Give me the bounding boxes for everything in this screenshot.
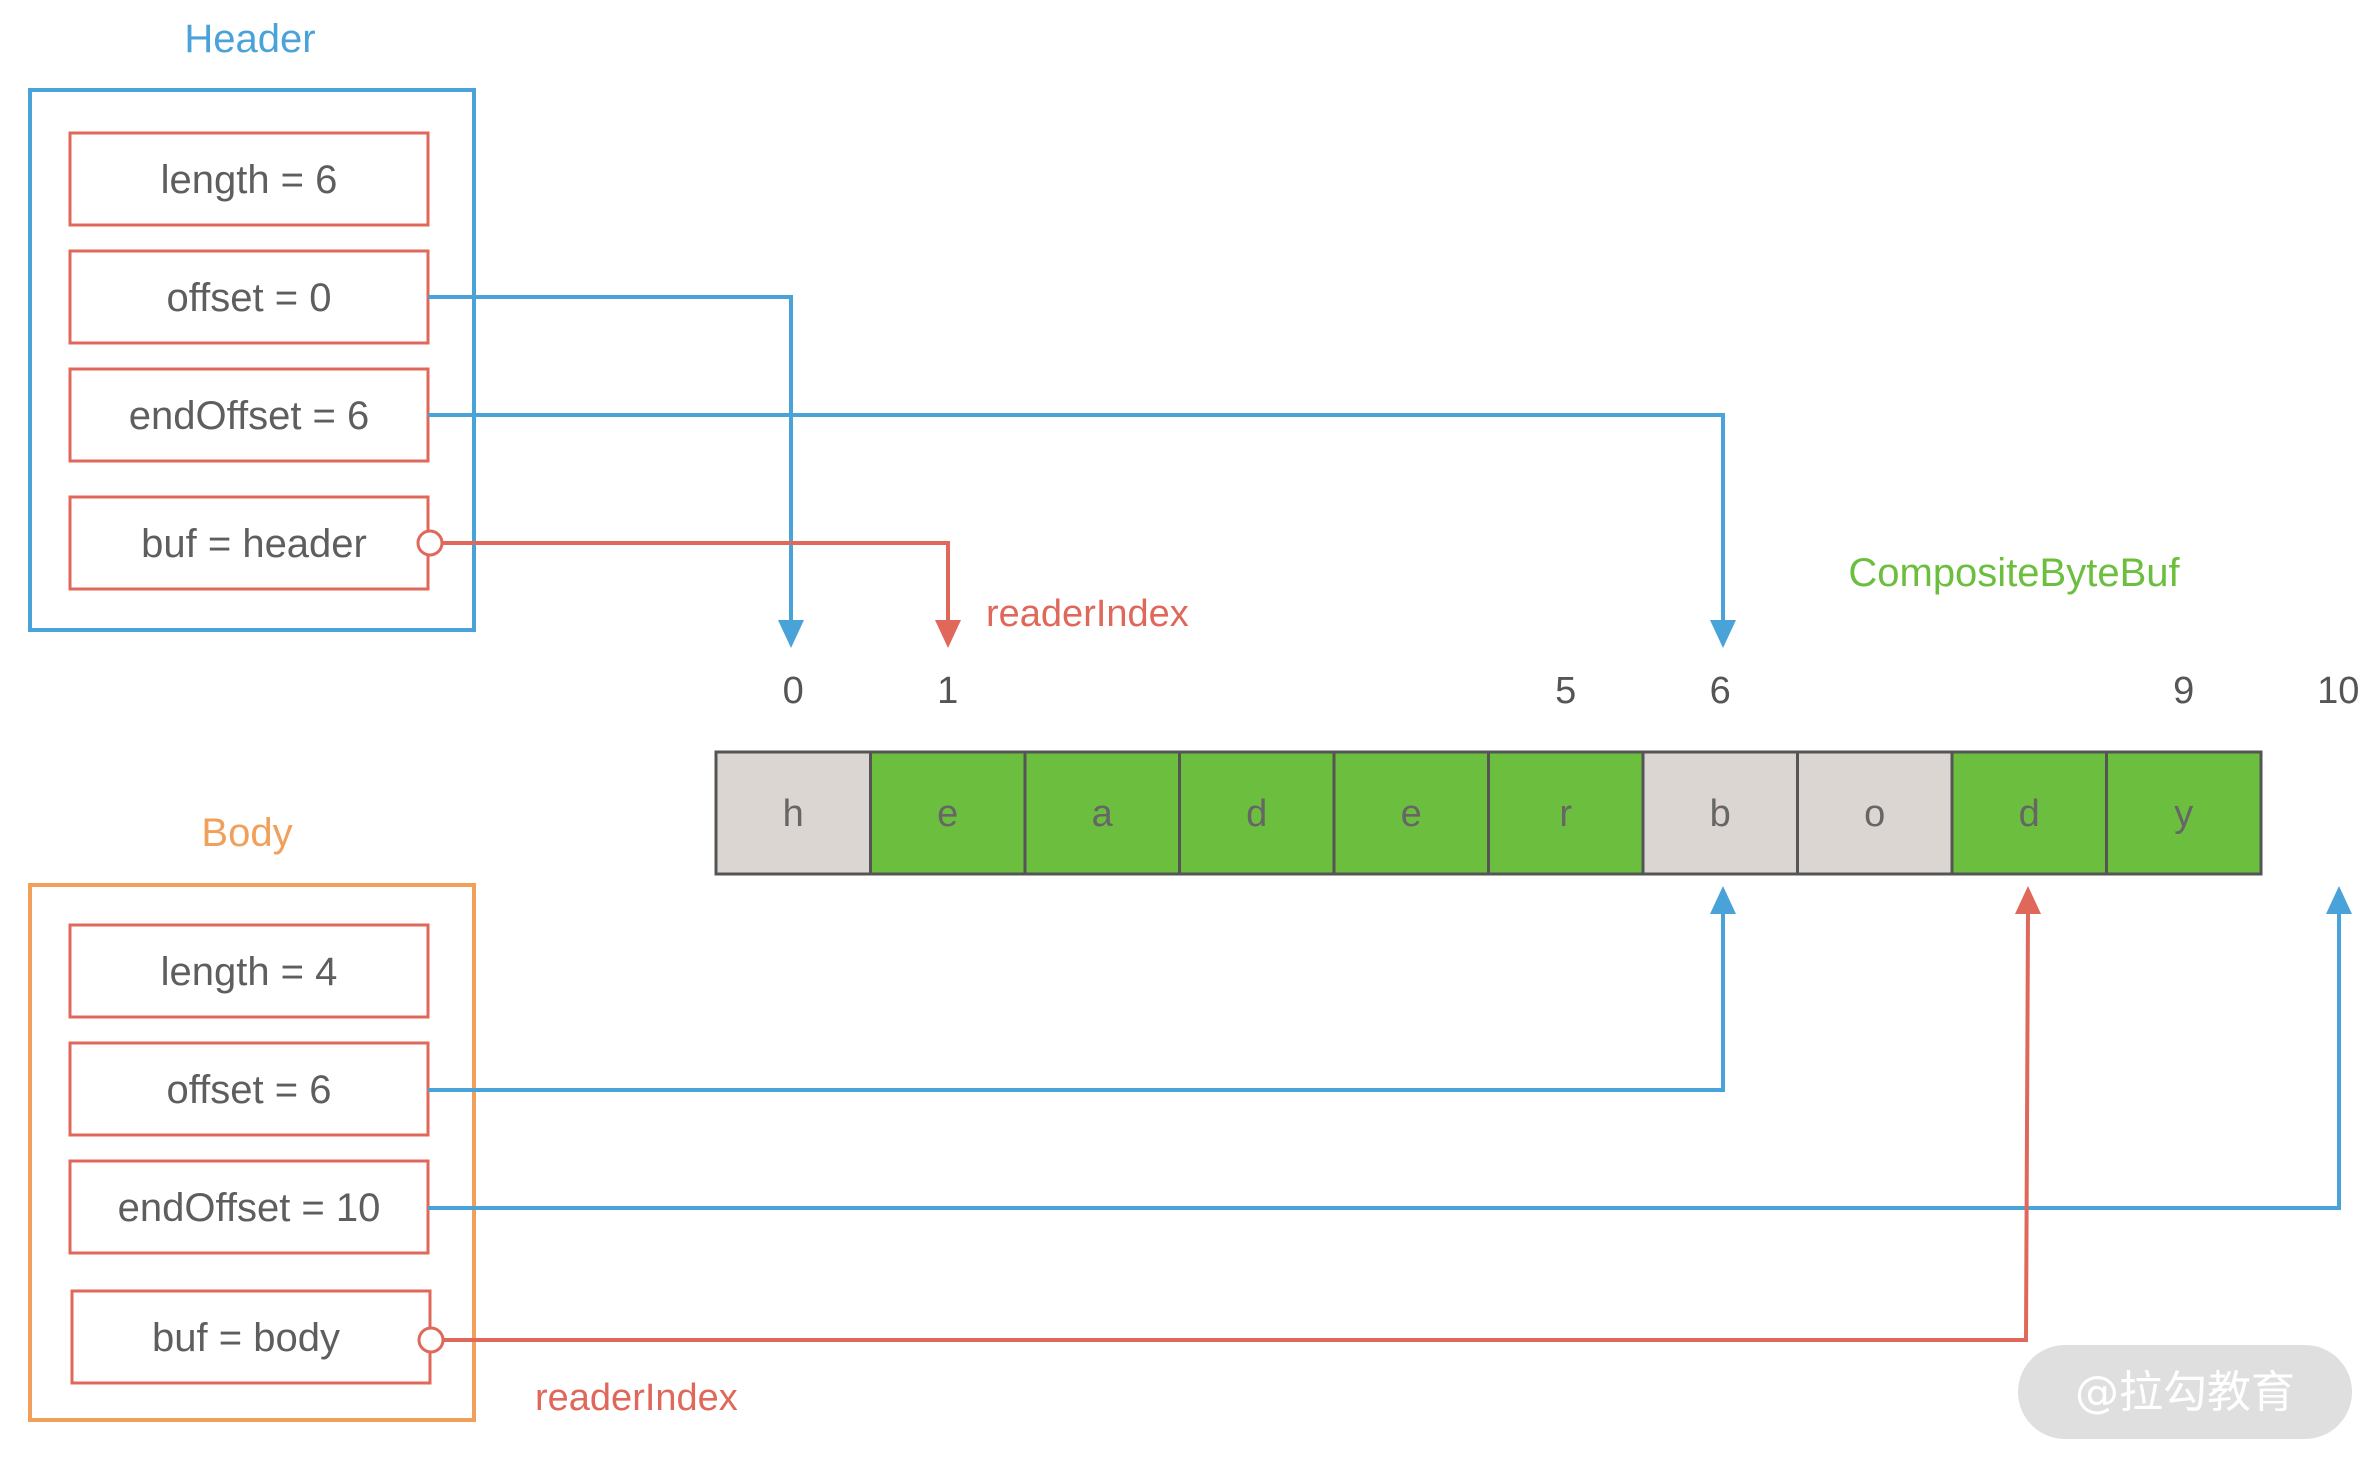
body-field-offset-text: offset = 6 — [167, 1068, 332, 1112]
circle-icon — [416, 529, 444, 557]
body-field-endoffset-text: endOffset = 10 — [118, 1186, 381, 1230]
body-offset-pointer — [428, 886, 1736, 1092]
buffer-cell: a — [1023, 750, 1181, 876]
buffer-cell: d — [1178, 750, 1336, 876]
buffer-cell-char: d — [2019, 793, 2040, 835]
arrow-down-icon — [778, 620, 804, 648]
body-field-buf: buf = body — [70, 1289, 432, 1385]
buffer-cell-box — [1178, 750, 1336, 876]
watermark-text: @拉勾教育 — [2075, 1367, 2295, 1418]
header-field-length: length = 6 — [68, 131, 430, 227]
buffer-cell-box — [714, 750, 872, 876]
buffer-cell: e — [1332, 750, 1490, 876]
watermark: @拉勾教育 — [2018, 1345, 2352, 1439]
arrow-up-icon — [2326, 886, 2352, 914]
buffer-cell-box — [2105, 750, 2263, 876]
body-endoffset-pointer — [428, 886, 2352, 1210]
buffer-cell-box — [1796, 750, 1954, 876]
buffer-cell-char: y — [2174, 793, 2193, 835]
header-endoffset-pointer — [428, 413, 1736, 648]
buffer-cell: y — [2105, 750, 2263, 876]
body-reader-index-label: readerIndex — [535, 1377, 738, 1419]
body-frame — [28, 883, 476, 1422]
body-field-length-text: length = 4 — [161, 950, 338, 994]
header-title: Header — [184, 17, 315, 61]
buffer-cell-box — [1641, 750, 1799, 876]
header-reader-index-pointer — [416, 529, 961, 648]
arrow-up-icon — [1710, 886, 1736, 914]
body-field-offset: offset = 6 — [68, 1041, 430, 1137]
header-offset-pointer — [428, 295, 804, 648]
index-label: 1 — [937, 670, 958, 712]
body-group: Body length = 4 offset = 6 endOffset = 1… — [28, 811, 476, 1422]
buffer-cell: e — [869, 750, 1027, 876]
buffer-cell: h — [714, 750, 872, 876]
header-field-offset: offset = 0 — [68, 249, 430, 345]
header-field-length-text: length = 6 — [161, 158, 338, 202]
body-field-length: length = 4 — [68, 923, 430, 1019]
index-label: 10 — [2317, 670, 2359, 712]
header-field-offset-text: offset = 0 — [167, 276, 332, 320]
header-frame — [28, 88, 476, 632]
buffer-cell: o — [1796, 750, 1954, 876]
buffer-cell: b — [1641, 750, 1799, 876]
index-label: 5 — [1555, 670, 1576, 712]
header-field-endoffset: endOffset = 6 — [68, 367, 430, 463]
buffer-cell: d — [1950, 750, 2108, 876]
buffer-title: CompositeByteBuf — [1848, 551, 2180, 595]
header-field-endoffset-text: endOffset = 6 — [129, 394, 370, 438]
buffer-cell-char: e — [1401, 793, 1422, 835]
arrow-down-icon — [1710, 620, 1736, 648]
buffer-cell-char: d — [1246, 793, 1267, 835]
buffer-cell-char: a — [1092, 793, 1114, 835]
buffer-cell-box — [1023, 750, 1181, 876]
buffer-cell-box — [1950, 750, 2108, 876]
header-reader-index-label: readerIndex — [986, 593, 1189, 635]
buffer-cell-box — [1332, 750, 1490, 876]
header-field-buf: buf = header — [68, 495, 430, 591]
body-field-endoffset: endOffset = 10 — [68, 1159, 430, 1255]
circle-icon — [417, 1326, 445, 1354]
buffer-cell-box — [869, 750, 1027, 876]
index-label: 0 — [783, 670, 804, 712]
arrow-down-icon — [935, 620, 961, 648]
header-group: Header length = 6 offset = 0 endOffset =… — [28, 17, 476, 632]
body-reader-index-pointer — [417, 886, 2041, 1354]
index-label: 9 — [2173, 670, 2194, 712]
buffer-cell-box — [1487, 750, 1645, 876]
index-labels: 0 1 5 6 9 10 — [783, 670, 2360, 712]
buffer-cell-char: r — [1559, 793, 1572, 835]
buffer-cell-char: o — [1864, 793, 1885, 835]
buffer-cell-char: h — [783, 793, 804, 835]
arrow-up-icon — [2015, 886, 2041, 914]
buffer-cell: r — [1487, 750, 1645, 876]
index-label: 6 — [1710, 670, 1731, 712]
body-field-buf-text: buf = body — [152, 1316, 340, 1360]
header-field-buf-text: buf = header — [141, 522, 367, 566]
buffer-cell-char: e — [937, 793, 958, 835]
buffer-cell-char: b — [1710, 793, 1731, 835]
body-title: Body — [201, 811, 292, 855]
